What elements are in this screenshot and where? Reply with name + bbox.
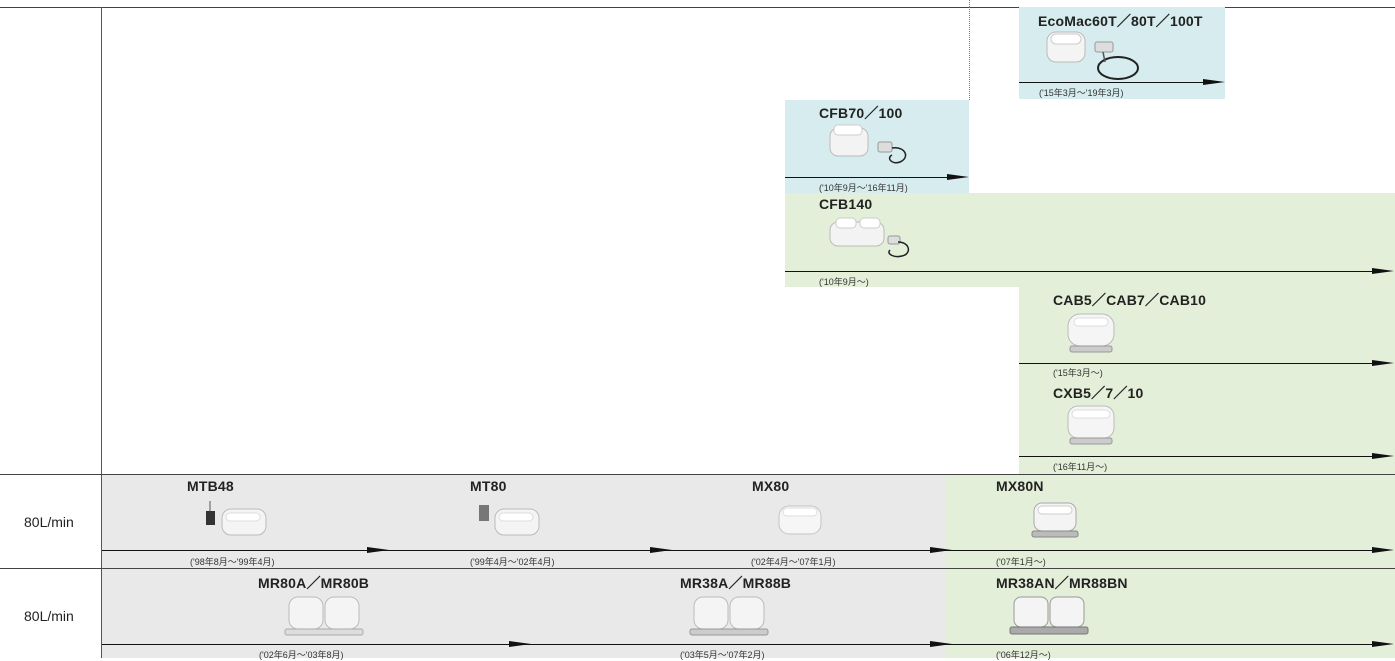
cab-period: ('15年3月～): [1053, 368, 1103, 378]
cfb70-period: ('10年9月～'16年11月): [819, 183, 908, 193]
cfb140-timeline: [785, 271, 1375, 272]
mx80-arrow: [930, 547, 952, 553]
cxb-arrow: [1372, 453, 1394, 459]
row1-top-border: [0, 474, 1395, 475]
row2-timeline: [102, 644, 1375, 645]
mr38-period: ('03年5月～'07年2月): [680, 650, 765, 660]
mtb48-name: MTB48: [187, 478, 234, 494]
ecomac-timeline: [1019, 82, 1209, 83]
cab-product-image: [1067, 313, 1115, 353]
mr38an-product-image: [1009, 596, 1089, 635]
cab-name: CAB5／CAB7／CAB10: [1053, 292, 1207, 308]
mr80-product-image: [284, 596, 364, 636]
label-column-divider: [101, 7, 102, 658]
cxb-period: ('16年11月～): [1053, 462, 1108, 472]
mr38-name: MR38A／MR88B: [680, 575, 792, 591]
mr38an-period: ('06年12月～): [996, 650, 1051, 660]
mtb48-arrow: [367, 547, 389, 553]
mx80n-period: ('07年1月～): [996, 557, 1046, 567]
row1-label: 80L/min: [24, 514, 74, 530]
cxb-name: CXB5／7／10: [1053, 385, 1144, 401]
mx80-name: MX80: [752, 478, 790, 494]
cfb140-product-image: [829, 217, 910, 258]
ecomac-name: EcoMac60T／80T／100T: [1038, 13, 1203, 29]
cfb140-name: CFB140: [819, 196, 873, 212]
mx80n-arrow: [1372, 547, 1394, 553]
mx80-period: ('02年4月～'07年1月): [751, 557, 836, 567]
mtb48-period: ('98年8月～'99年4月): [190, 557, 275, 567]
row2-label: 80L/min: [24, 608, 74, 624]
mt80-product-image: [479, 505, 540, 536]
cfb70-arrow: [947, 174, 969, 180]
row1-timeline: [102, 550, 1375, 551]
mr38-arrow: [930, 641, 952, 647]
cfb70-timeline: [785, 177, 950, 178]
row1-current-band: [946, 475, 1395, 568]
cab-arrow: [1372, 360, 1394, 366]
row2-top-border: [0, 568, 1395, 569]
cfb140-arrow: [1372, 268, 1394, 274]
mr38-product-image: [689, 596, 769, 636]
cfb70-product-image: [829, 124, 907, 164]
dotted-divider: [969, 0, 970, 7]
mt80-period: ('99年4月～'02年4月): [470, 557, 555, 567]
mtb48-product-image: [206, 501, 267, 536]
mr80-period: ('02年6月～'03年8月): [259, 650, 344, 660]
mt80-arrow: [650, 547, 672, 553]
top-border: [0, 7, 1395, 8]
mr38an-name: MR38AN／MR88BN: [996, 575, 1128, 591]
cfb70-name: CFB70／100: [819, 105, 903, 121]
cxb-timeline: [1019, 456, 1375, 457]
dotted-divider-lower: [969, 7, 970, 100]
mt80-name: MT80: [470, 478, 507, 494]
cab-timeline: [1019, 363, 1375, 364]
mr80-arrow: [509, 641, 531, 647]
ecomac-period: ('15年3月～'19年3月): [1039, 88, 1124, 98]
ecomac-arrow: [1203, 79, 1225, 85]
cxb-product-image: [1067, 405, 1115, 445]
mx80n-name: MX80N: [996, 478, 1044, 494]
mr38an-arrow: [1372, 641, 1394, 647]
cfb140-period: ('10年9月～): [819, 277, 869, 287]
mx80-product-image: [778, 505, 822, 535]
mx80n-product-image: [1031, 502, 1079, 538]
ecomac-product-image: [1046, 31, 1139, 80]
mr80-name: MR80A／MR80B: [258, 575, 370, 591]
